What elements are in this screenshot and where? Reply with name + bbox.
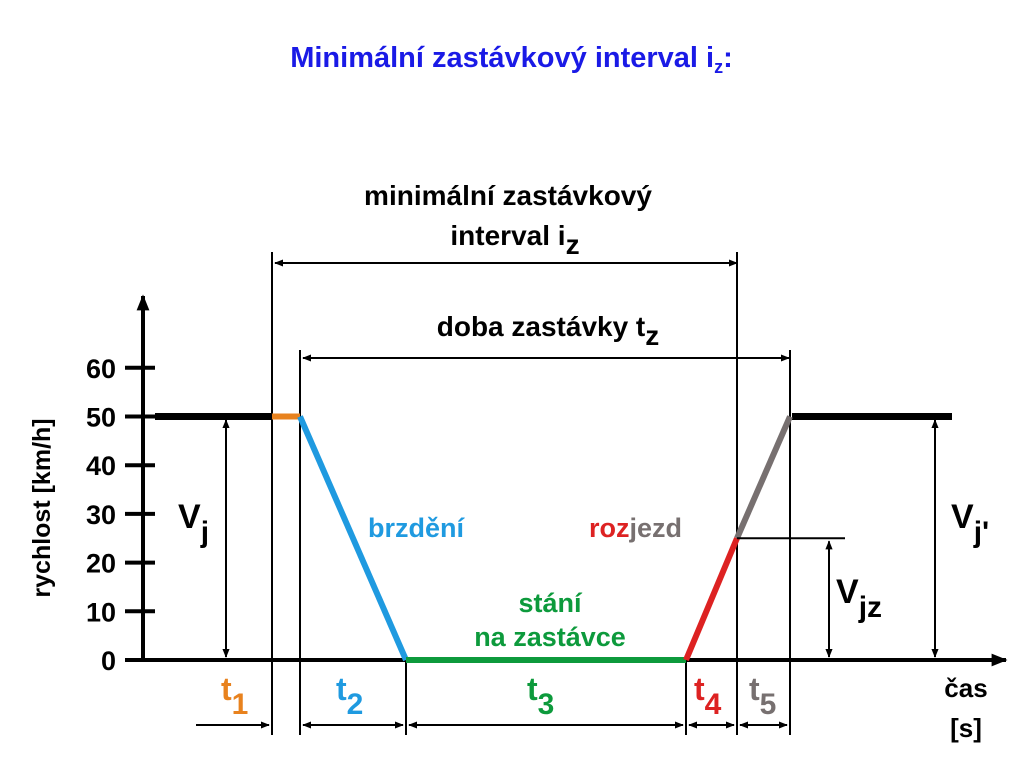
standing-label-2: na zastávce xyxy=(474,622,626,652)
accel-label: rozjezd xyxy=(589,513,682,543)
standing-label-1: stání xyxy=(518,588,583,618)
y-tick-label: 10 xyxy=(86,597,116,627)
y-tick-label: 60 xyxy=(86,354,116,384)
segment-t2 xyxy=(297,415,409,662)
y-ticks: 0 10 20 30 40 50 60 xyxy=(86,354,155,676)
time-label-t3: t3 xyxy=(527,671,554,721)
y-tick-label: 0 xyxy=(101,646,116,676)
speed-profile xyxy=(155,413,952,663)
segment-t5 xyxy=(734,415,793,540)
braking-label: brzdění xyxy=(368,513,466,543)
segment-t4 xyxy=(683,537,740,662)
page-title: Minimální zastávkový interval iz: xyxy=(290,42,733,77)
time-label-t4: t4 xyxy=(694,671,722,721)
y-tick-label: 50 xyxy=(86,403,116,433)
iz-label-line2: interval iz xyxy=(450,220,579,260)
time-label-t1: t1 xyxy=(221,671,248,721)
time-label-t2: t2 xyxy=(336,671,363,721)
time-segment-labels: t1 t2 t3 t4 t5 xyxy=(221,671,776,721)
y-axis-label: rychlost [km/h] xyxy=(28,418,56,597)
vj-label: Vj xyxy=(178,498,209,549)
iz-label-line1: minimální zastávkový xyxy=(364,180,652,211)
y-tick-label: 20 xyxy=(86,549,116,579)
vjz-label: Vjz xyxy=(836,573,882,624)
y-tick-label: 40 xyxy=(86,451,116,481)
time-label-t5: t5 xyxy=(749,671,776,721)
tz-label: doba zastávky tz xyxy=(437,311,660,351)
y-tick-label: 30 xyxy=(86,500,116,530)
x-axis-label-line2: [s] xyxy=(950,713,982,743)
vj2-label: Vj' xyxy=(951,498,989,549)
x-axis-label-line1: čas xyxy=(944,673,987,703)
